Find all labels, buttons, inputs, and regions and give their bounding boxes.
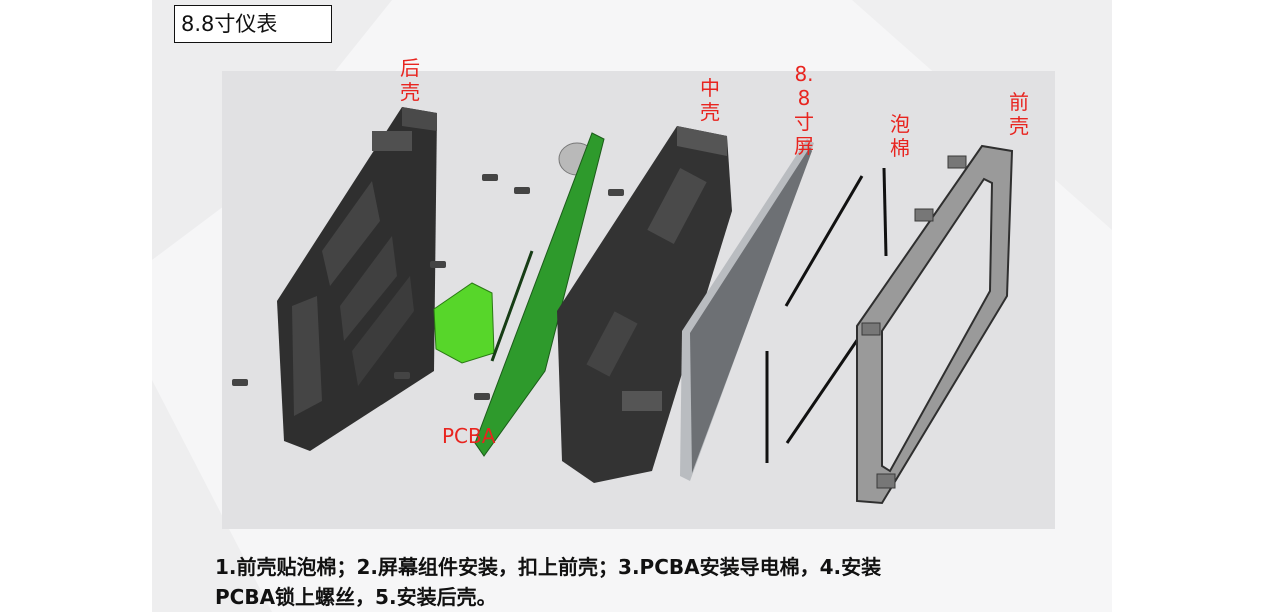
assembly-instructions: 1.前壳贴泡棉；2.屏幕组件安装，扣上前壳；3.PCBA安装导电棉，4.安装 P… (215, 552, 1075, 612)
screws (232, 174, 624, 400)
screen-part (680, 139, 814, 481)
slide-title: 8.8寸仪表 (174, 5, 332, 43)
screen-label: 8.8寸屏 (794, 62, 814, 158)
instructions-line-2: PCBA锁上螺丝，5.安装后壳。 (215, 585, 497, 609)
foam-strips-part (765, 167, 888, 463)
foam-label: 泡棉 (890, 112, 910, 160)
pcba-label: PCBA (442, 424, 496, 448)
instructions-line-1: 1.前壳贴泡棉；2.屏幕组件安装，扣上前壳；3.PCBA安装导电棉，4.安装 (215, 555, 882, 579)
exploded-view-figure (222, 71, 1055, 529)
front-shell-part (856, 144, 1014, 505)
pcba-board-part (433, 132, 605, 457)
middle-shell-part (557, 126, 732, 483)
front-shell-label: 前壳 (1009, 90, 1029, 138)
back-shell-part (277, 107, 437, 451)
back-shell-label: 后壳 (400, 56, 420, 104)
middle-shell-label: 中壳 (700, 76, 720, 124)
